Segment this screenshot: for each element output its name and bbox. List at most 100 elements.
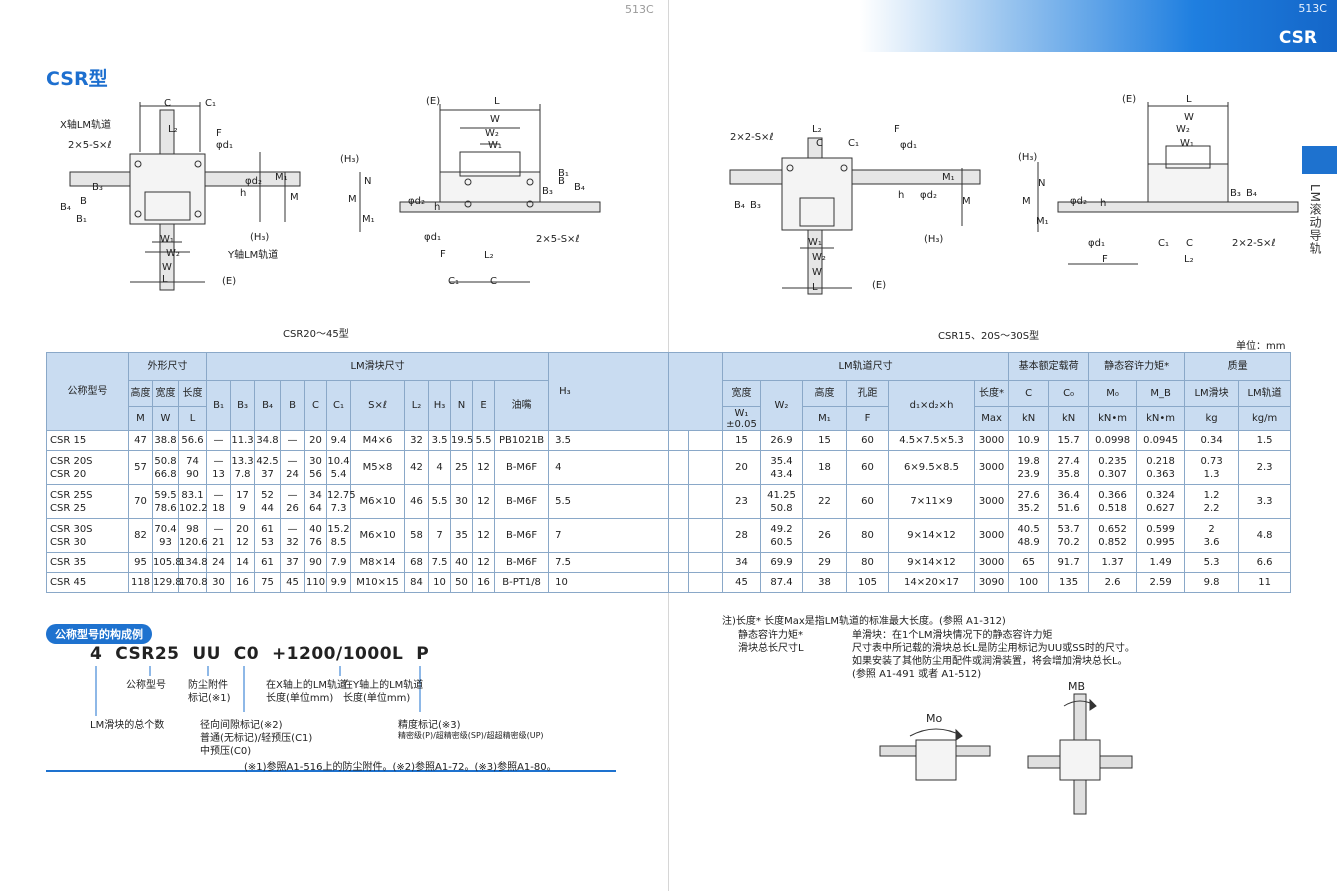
label-count: LM滑块的总个数 — [90, 720, 165, 731]
label-accuracy-2: 精密级(P)/超精密级(SP)/超超精密级(UP) — [398, 731, 544, 740]
svg-text:X轴LM轨道: X轴LM轨道 — [60, 118, 111, 131]
svg-text:B₄: B₄ — [734, 200, 745, 211]
cell-mo: 1.37 — [1088, 552, 1138, 573]
th-grease: 油嘴 — [494, 380, 550, 431]
cell-m: 82 — [128, 518, 153, 553]
svg-text:φd₁: φd₁ — [216, 140, 233, 151]
svg-text:C: C — [490, 276, 497, 287]
cell-f: 80 — [846, 552, 889, 573]
svg-text:(E): (E) — [1122, 94, 1136, 105]
svg-text:C: C — [816, 138, 823, 149]
cell-d: 6×9.5×8.5 — [888, 450, 975, 485]
cell-w1: 23 — [722, 484, 761, 519]
cell-h3b: 7 — [548, 518, 690, 553]
cell-b4: 75 — [254, 572, 282, 593]
cell-grease: PB1021B — [494, 430, 550, 451]
svg-text:φd₂: φd₂ — [1070, 196, 1087, 207]
cell-m: 95 — [128, 552, 153, 573]
cell-d: 9×14×12 — [888, 518, 975, 553]
cell-b: —32 — [280, 518, 306, 553]
th-kn1: kN — [1008, 406, 1050, 431]
note-line-3-val: 尺寸表中所记载的滑块总长L是防尘用标记为UU或SS时的尺寸。 — [852, 643, 1135, 654]
cell-b3: 11.3 — [230, 430, 256, 451]
cell-l2: 84 — [404, 572, 430, 593]
cell-b1: —18 — [206, 484, 232, 519]
label-ylen-2: 长度(单位mm) — [343, 693, 411, 704]
model-footnote: (※1)参照A1-516上的防尘附件。(※2)参照A1-72。(※3)参照A1-… — [244, 762, 557, 773]
cell-f: 80 — [846, 518, 889, 553]
cell-b1: 24 — [206, 552, 232, 573]
cell-l: 56.6 — [177, 430, 208, 451]
svg-text:W: W — [162, 262, 172, 273]
svg-text:C₁: C₁ — [205, 98, 216, 109]
svg-text:W₁: W₁ — [488, 140, 502, 151]
cell-b: 37 — [280, 552, 306, 573]
left-page-number: 513C — [625, 3, 654, 16]
th-b1: B₁ — [206, 380, 232, 431]
th-static-moment: 静态容许力矩* — [1088, 352, 1186, 381]
cell-h3: 10 — [428, 572, 452, 593]
note-line-2-val: 单滑块：在1个LM滑块情况下的静态容许力矩 — [852, 630, 1053, 641]
cell-sxl: M10×15 — [350, 572, 406, 593]
footnote-rule — [46, 770, 616, 772]
svg-text:W: W — [1184, 112, 1194, 123]
cell-f: 60 — [846, 430, 889, 451]
cell-m: 57 — [128, 450, 153, 485]
cell-d: 4.5×7.5×5.3 — [888, 430, 975, 451]
label-seal-1: 防尘附件 — [188, 680, 228, 691]
th-kn2: kN — [1048, 406, 1090, 431]
svg-text:M: M — [1022, 196, 1031, 207]
label-ylen-1: 在Y轴上的LM轨道 — [343, 680, 424, 691]
cell-lmax: 3000 — [973, 484, 1010, 519]
cell-m1: 22 — [802, 484, 847, 519]
cell-model: CSR 35 — [46, 552, 129, 573]
cell-mb: 2.59 — [1136, 572, 1186, 593]
cell-__blank — [668, 484, 723, 519]
cell-b1: —21 — [206, 518, 232, 553]
right-page-number: 513C — [1298, 2, 1327, 15]
cell-e: 12 — [472, 552, 496, 573]
th-m1: M₁ — [802, 406, 847, 431]
th-b3: B₃ — [230, 380, 256, 431]
svg-text:L: L — [162, 274, 168, 285]
th-sxl: S×ℓ — [350, 380, 406, 431]
th-knm2: kN•m — [1136, 406, 1186, 431]
th-mass: 质量 — [1184, 352, 1292, 381]
svg-text:N: N — [1038, 178, 1045, 189]
svg-text:B₃: B₃ — [1230, 188, 1241, 199]
th-height: 高度 — [128, 380, 153, 407]
spec-table-block: 公称型号 外形尺寸 LM滑块尺寸 H₃ 高度 宽度 长度 B₁ B₃ B₄ B … — [46, 352, 690, 593]
model-leader-lines — [95, 666, 421, 716]
cell-b: 45 — [280, 572, 306, 593]
cell-l: 170.8 — [177, 572, 208, 593]
label-seal-2: 标记(※1) — [188, 693, 231, 704]
label-xlen-2: 长度(单位mm) — [266, 693, 334, 704]
th-b: B — [280, 380, 306, 431]
cell-h3: 7 — [428, 518, 452, 553]
th-spacer — [668, 352, 723, 431]
cell-e: 12 — [472, 518, 496, 553]
cell-grease: B-M6F — [494, 518, 550, 553]
header-tag: CSR — [1278, 28, 1317, 48]
svg-text:F: F — [216, 128, 222, 139]
svg-text:B₄: B₄ — [1246, 188, 1257, 199]
cell-grease: B-M6F — [494, 450, 550, 485]
svg-text:Y轴LM轨道: Y轴LM轨道 — [227, 248, 278, 261]
cell-b1: — — [206, 430, 232, 451]
side-tab-label: LM滚动导轨 — [1308, 184, 1322, 256]
cell-m: 47 — [128, 430, 153, 451]
th-cc: C — [1008, 380, 1050, 407]
